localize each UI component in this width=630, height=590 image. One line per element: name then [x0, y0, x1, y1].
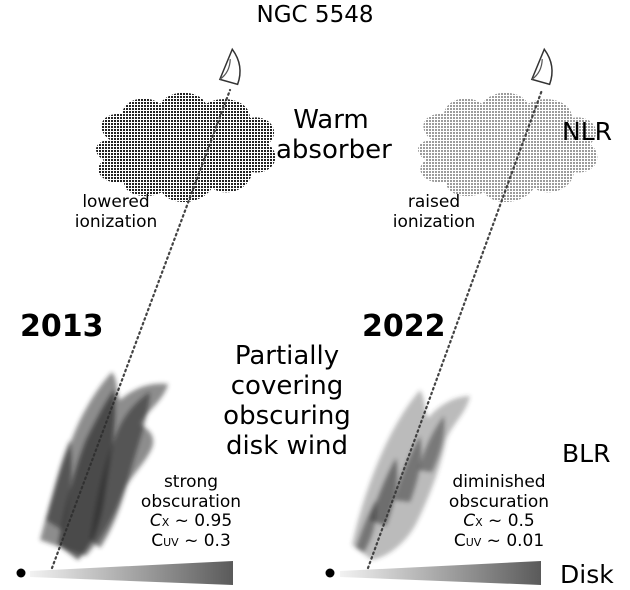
covering-fraction-uv-2013: CUV ~ 0.3 [151, 530, 231, 551]
disk-wind-label: Partially covering obscuring disk wind [223, 341, 351, 461]
observer-eye-icon [530, 47, 553, 86]
warm-absorber-cloud-2022 [418, 92, 598, 203]
warm-absorber-label: Warm absorber [276, 105, 392, 165]
nlr-label: NLR [562, 117, 612, 146]
ionization-label-2013: lowered ionization [74, 192, 158, 232]
obscuration-label-2013: strong obscuration CX ~ 0.95 CUV ~ 0.3 [133, 472, 249, 551]
accretion-disk-2022 [325, 561, 541, 585]
obscuration-label-2022: diminished obscuration CX ~ 0.5 CUV ~ 0.… [438, 472, 560, 551]
obscuring-wind-2013 [40, 372, 168, 560]
obscuring-wind-2022 [352, 390, 470, 560]
year-label-2022: 2022 [362, 309, 446, 344]
covering-fraction-x-2022: CX ~ 0.5 [463, 511, 535, 532]
accretion-disk-2013 [16, 561, 233, 585]
figure-title: NGC 5548 [256, 2, 374, 28]
observer-eye-icon [218, 47, 241, 86]
disk-label: Disk [560, 560, 614, 589]
covering-fraction-uv-2022: CUV ~ 0.01 [453, 530, 545, 551]
covering-fraction-x-2013: CX ~ 0.95 [149, 511, 233, 532]
blr-label: BLR [562, 439, 611, 468]
year-label-2013: 2013 [20, 309, 104, 344]
ionization-label-2022: raised ionization [392, 192, 476, 232]
warm-absorber-cloud-2013 [96, 92, 276, 203]
